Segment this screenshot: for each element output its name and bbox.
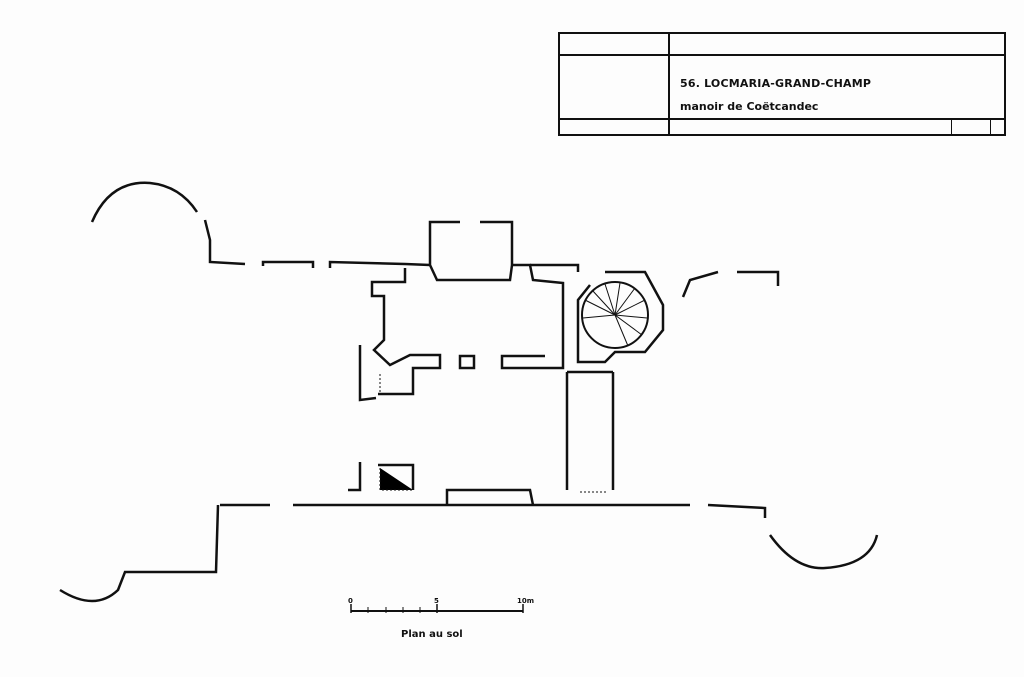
wall-east bbox=[681, 270, 780, 298]
title-block: 56. LOCMARIA-GRAND-CHAMP manoir de Coëtc… bbox=[558, 32, 1006, 136]
title-block-divider bbox=[668, 34, 670, 134]
title-block-row bbox=[560, 118, 1004, 134]
wall-left-upper bbox=[203, 219, 246, 266]
wall-segment bbox=[358, 345, 377, 402]
wall-south bbox=[220, 503, 767, 518]
drawing-title: 56. LOCMARIA-GRAND-CHAMP bbox=[680, 77, 872, 90]
lower-left-room bbox=[348, 462, 415, 492]
wall-segment bbox=[500, 263, 565, 370]
scale-bar bbox=[350, 604, 524, 613]
wall-segment bbox=[261, 260, 315, 268]
wall-segment bbox=[530, 263, 580, 272]
wall-south-left bbox=[59, 504, 220, 603]
scale-label-end: 10m bbox=[517, 597, 535, 605]
title-block-cell bbox=[951, 120, 952, 134]
drawing-subtitle: manoir de Coëtcandec bbox=[680, 100, 819, 113]
left-room bbox=[370, 268, 442, 396]
scale-label-mid: 5 bbox=[434, 597, 439, 605]
south-bay bbox=[445, 488, 535, 506]
corridor bbox=[565, 370, 615, 490]
title-block-cell bbox=[990, 120, 991, 134]
wall-arc-bottom-right bbox=[768, 534, 879, 570]
wall-arc-top-left bbox=[90, 181, 199, 223]
plan-caption: Plan au sol bbox=[401, 629, 463, 640]
scale-label-start: 0 bbox=[348, 597, 353, 605]
stair-tower bbox=[576, 270, 665, 364]
central-block bbox=[428, 220, 514, 282]
pillar bbox=[458, 354, 476, 370]
spiral-staircase bbox=[581, 281, 649, 349]
wall-segment bbox=[328, 260, 431, 268]
title-block-row bbox=[560, 34, 1004, 56]
